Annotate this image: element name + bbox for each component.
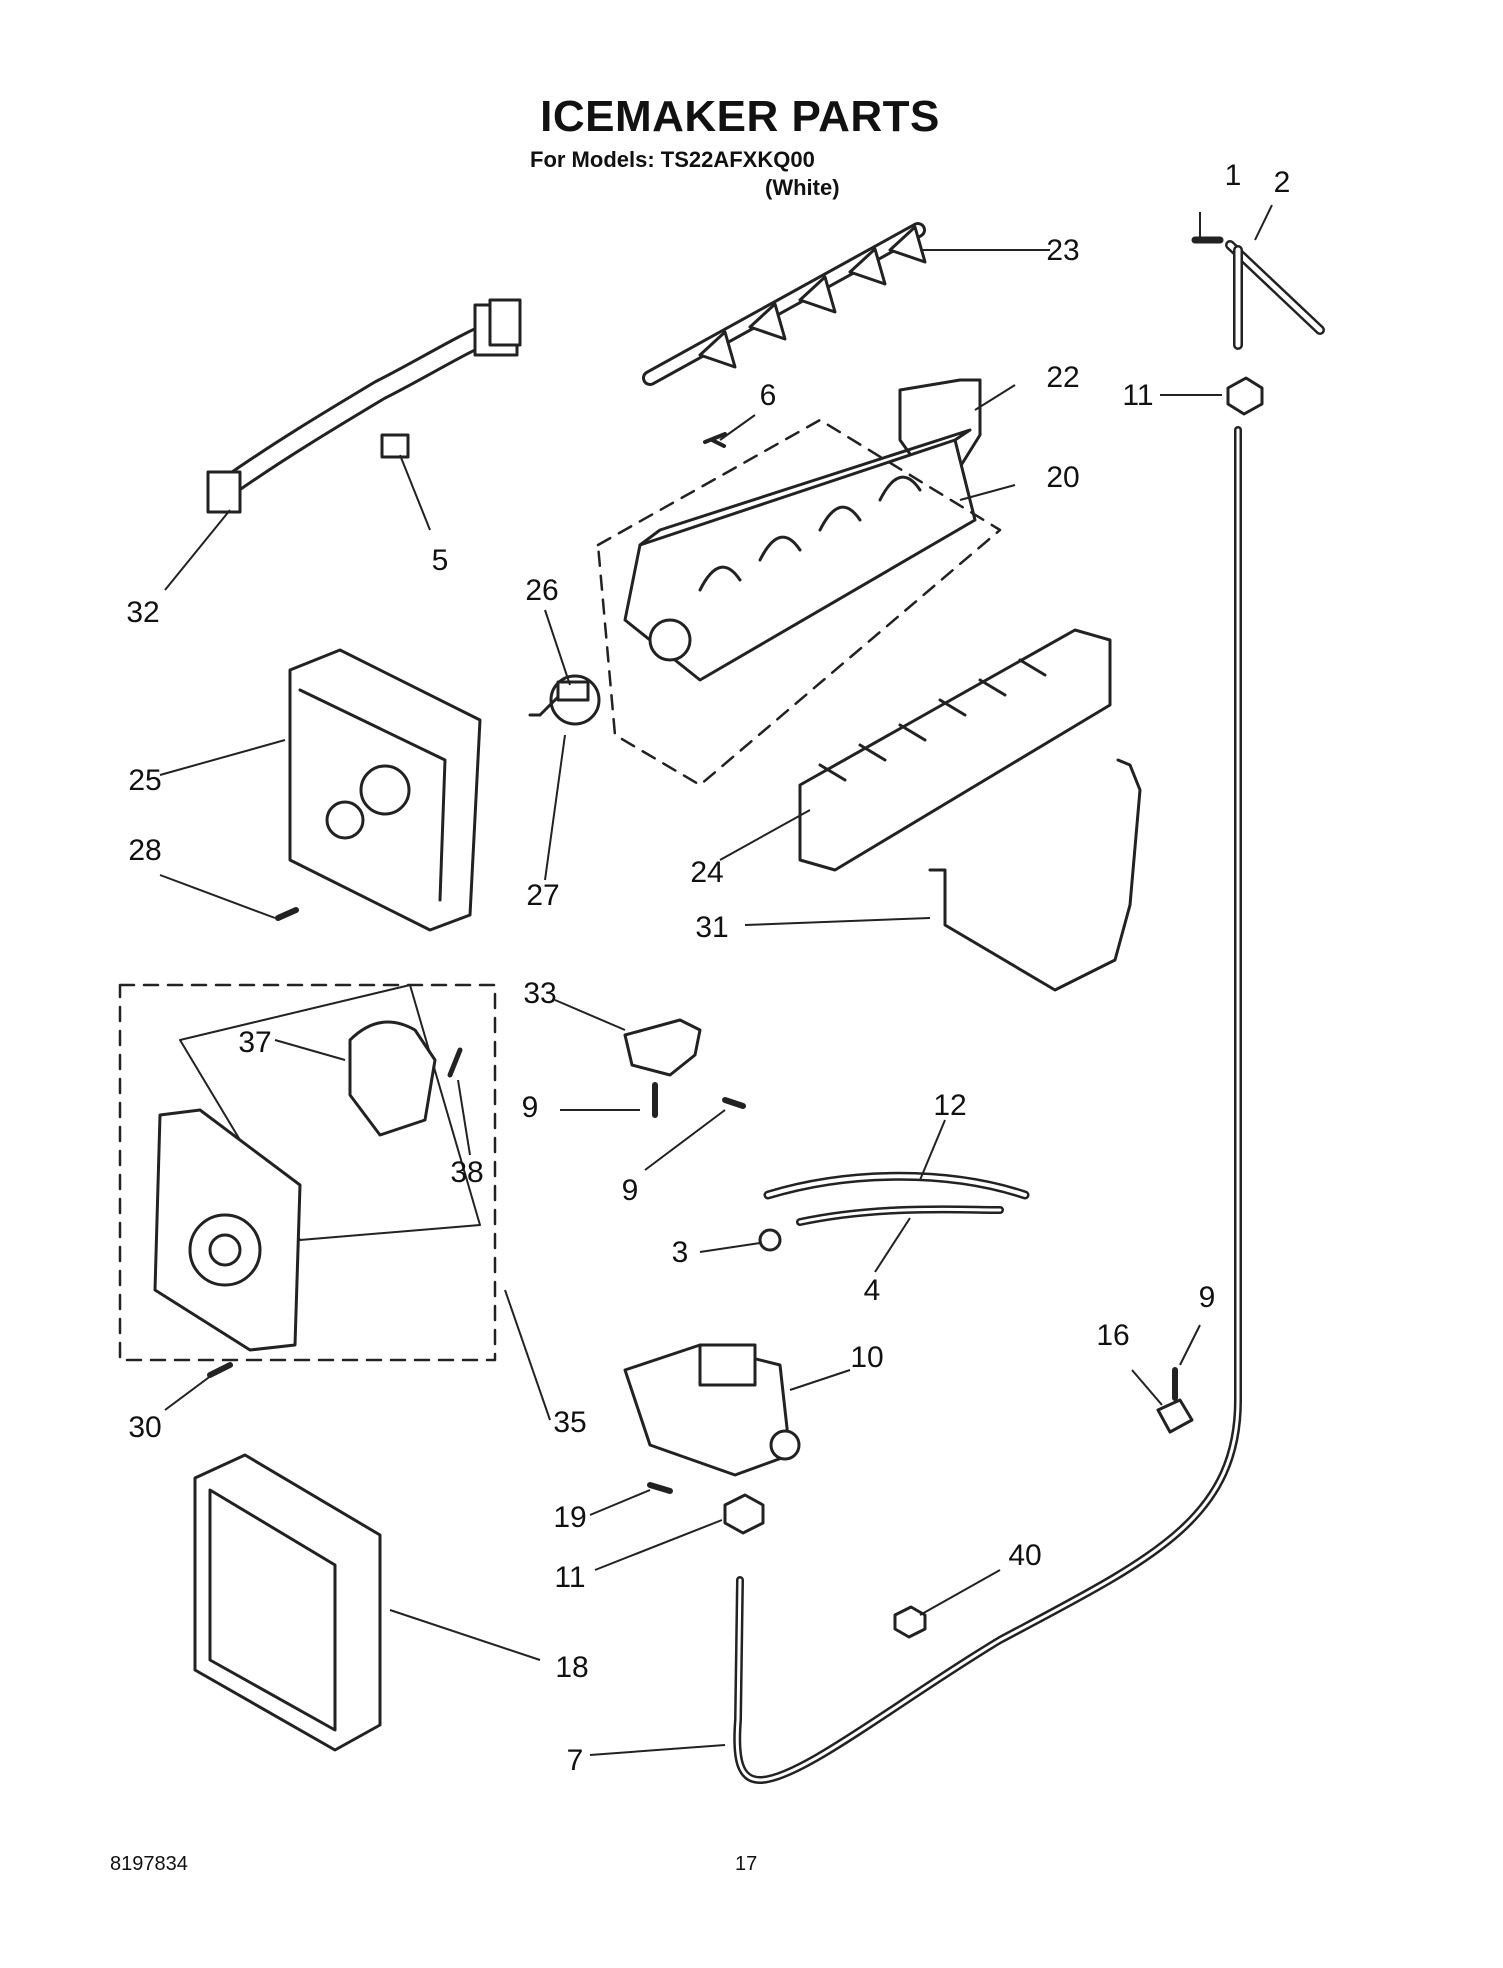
- callout-16: 16: [1096, 1319, 1129, 1352]
- part-screw-6: [703, 432, 727, 448]
- part-nut-40: [893, 1605, 927, 1639]
- part-tube-clip: [1156, 1398, 1194, 1434]
- part-screw-9b: [722, 1097, 746, 1109]
- callout-9-right: 9: [1199, 1281, 1216, 1314]
- part-screw-30: [207, 1362, 233, 1378]
- callout-7: 7: [567, 1744, 584, 1777]
- callout-23: 23: [1046, 234, 1079, 267]
- callout-35: 35: [553, 1406, 586, 1439]
- callout-11-lower: 11: [554, 1561, 585, 1594]
- part-water-valve: [623, 1343, 801, 1477]
- callout-24: 24: [690, 856, 723, 889]
- part-wire-harness: [206, 298, 522, 514]
- callout-33: 33: [523, 977, 556, 1010]
- part-screw-38: [447, 1047, 463, 1078]
- part-thermostat-clip: [556, 680, 590, 702]
- callout-10: 10: [850, 1341, 883, 1374]
- part-harness-clip: [380, 433, 410, 459]
- module-assembly-outline: [118, 983, 497, 1362]
- callout-27: 27: [526, 879, 559, 912]
- document-number: 8197834: [110, 1853, 188, 1875]
- callout-20: 20: [1046, 461, 1079, 494]
- part-mold: [623, 428, 977, 682]
- part-ejector: [642, 222, 927, 386]
- callout-40: 40: [1008, 1539, 1041, 1572]
- callout-38: 38: [450, 1156, 483, 1189]
- callout-12: 12: [933, 1089, 966, 1122]
- part-nut-3: [758, 1228, 782, 1252]
- page-number: 17: [735, 1853, 758, 1875]
- callout-31: 31: [695, 911, 728, 944]
- part-screw-19: [647, 1482, 673, 1494]
- callout-22: 22: [1046, 361, 1079, 394]
- callout-11-upper: 11: [1122, 379, 1153, 412]
- page-title: ICEMAKER PARTS: [540, 92, 940, 141]
- mold-assembly-outline: [596, 418, 1002, 787]
- part-screw-28: [275, 907, 299, 921]
- part-nut-11-lower: [723, 1493, 765, 1535]
- callout-9-center: 9: [622, 1174, 639, 1207]
- color-variant: (White): [765, 175, 840, 200]
- part-control-module: [153, 1108, 302, 1352]
- part-stripper: [798, 628, 1112, 872]
- part-control-housing: [288, 648, 482, 932]
- callout-1: 1: [1225, 159, 1242, 192]
- part-nut-11-upper: [1226, 376, 1264, 416]
- part-bin-frame: [193, 1453, 382, 1752]
- leader-lines: [159, 204, 1273, 1756]
- callout-19: 19: [553, 1501, 586, 1534]
- callout-3: 3: [672, 1236, 689, 1269]
- callout-18: 18: [555, 1651, 588, 1684]
- callout-32: 32: [126, 596, 159, 629]
- callout-30: 30: [128, 1411, 161, 1444]
- callout-4: 4: [864, 1274, 881, 1307]
- part-drawings: [118, 222, 1325, 1784]
- callout-26: 26: [525, 574, 558, 607]
- part-motor: [348, 1020, 437, 1137]
- callout-25: 25: [128, 764, 161, 797]
- part-bracket: [623, 1018, 702, 1077]
- callout-28: 28: [128, 834, 161, 867]
- callout-5: 5: [432, 544, 449, 577]
- callout-6: 6: [760, 379, 777, 412]
- callout-numbers: 1 2 23 11 6 22 20 5 32 26 25 28 27 24 31…: [126, 159, 1290, 1777]
- callout-37: 37: [238, 1026, 271, 1059]
- model-subtitle: For Models: TS22AFXKQ00: [530, 147, 815, 172]
- part-shutoff-arm: [928, 758, 1142, 992]
- callout-2: 2: [1274, 166, 1291, 199]
- callout-9-left: 9: [522, 1091, 539, 1124]
